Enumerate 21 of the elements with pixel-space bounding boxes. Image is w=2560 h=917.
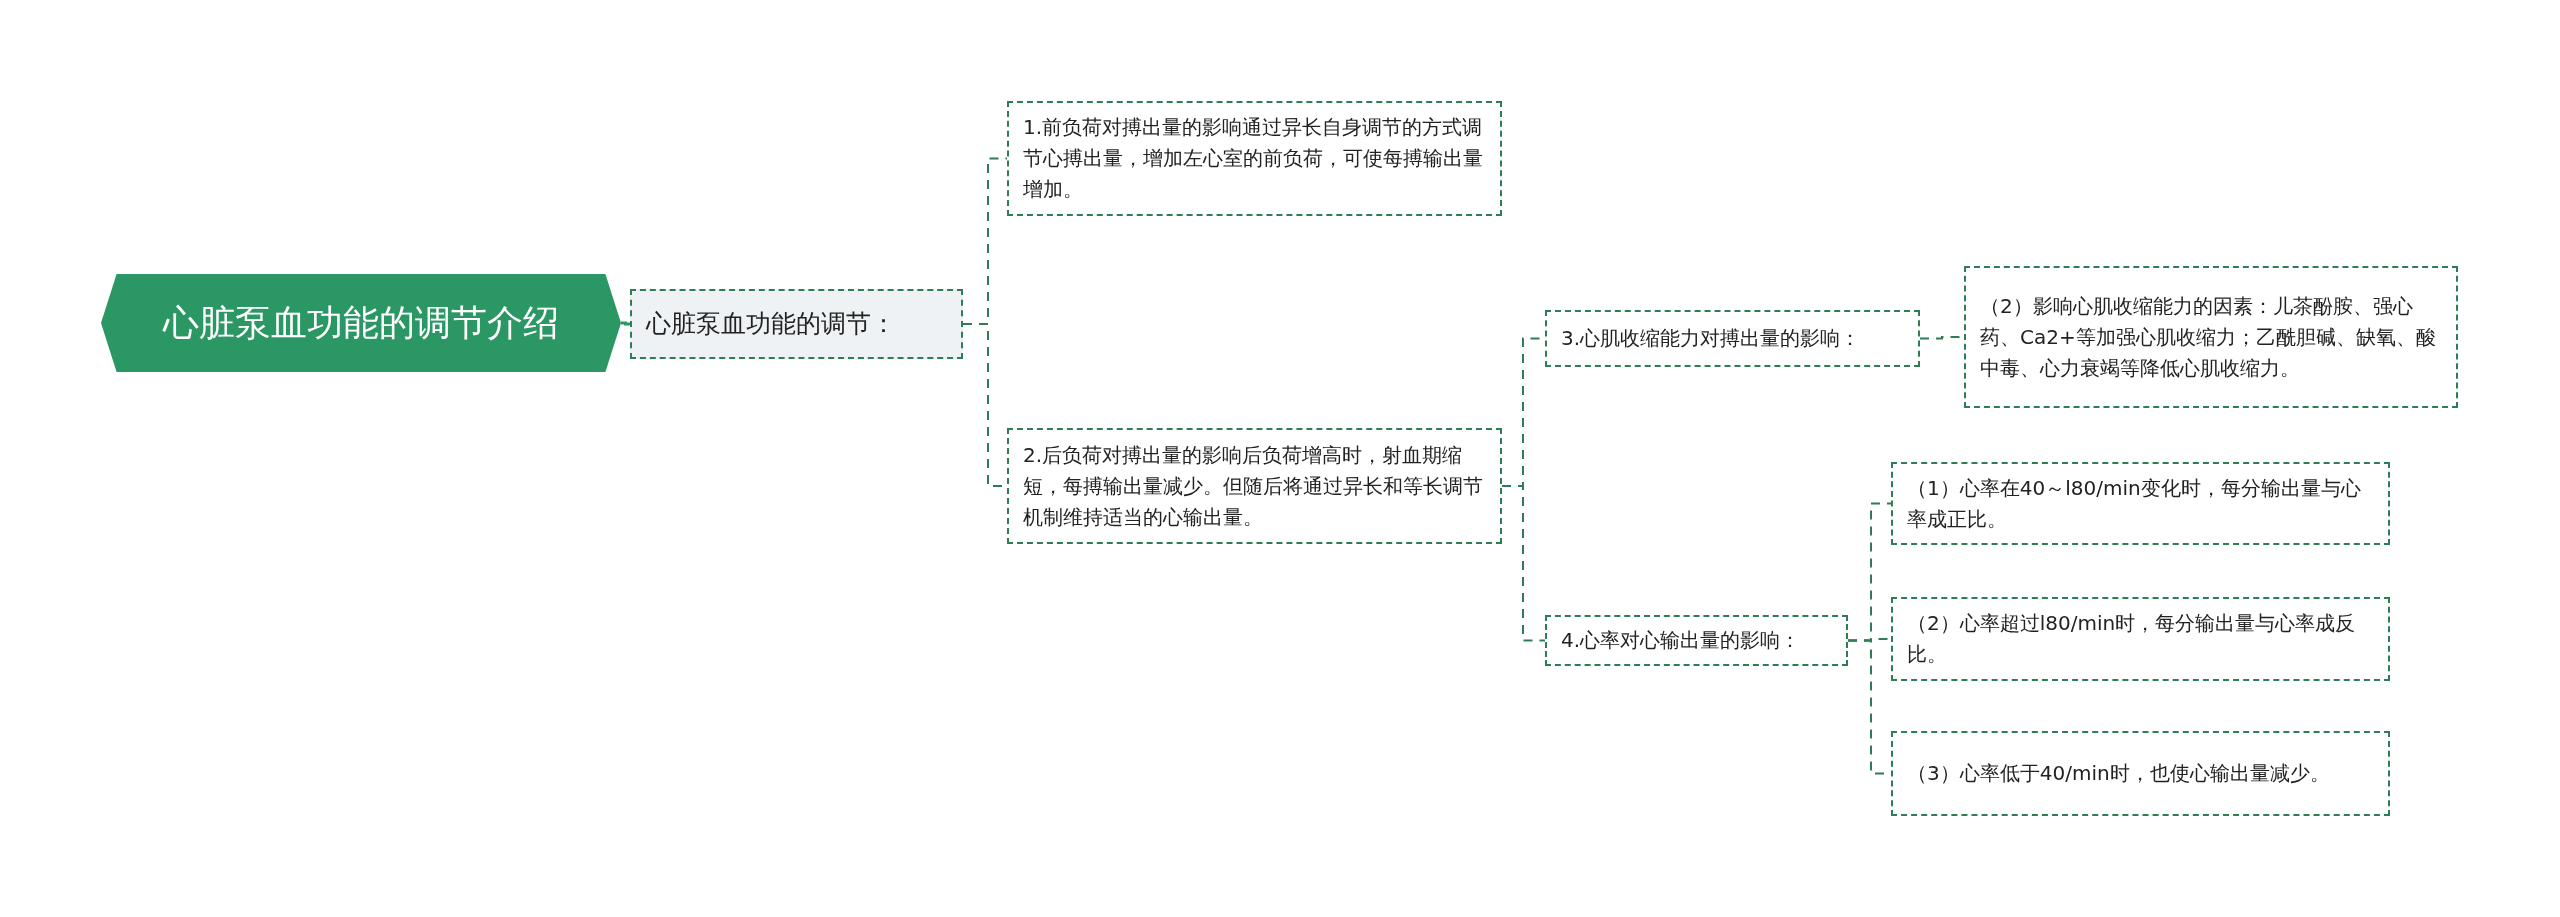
topic-box xyxy=(1545,310,1920,367)
topic-text: （1）心率在40～l80/min变化时，每分输出量与心率成正比。 xyxy=(1907,474,2362,533)
connector xyxy=(621,321,630,326)
topic-text: 3.心肌收缩能力对搏出量的影响： xyxy=(1561,325,1861,352)
topic-box xyxy=(1007,428,1502,544)
topic-box xyxy=(1545,615,1848,666)
topic-box xyxy=(1891,597,2390,681)
topic-text: 2.后负荷对搏出量的影响后负荷增高时，射血期缩短，每搏输出量减少。但随后将通过异长和等长调节机制维持适当的心输出量。 xyxy=(1023,441,1484,531)
topic-text: 4.心率对心输出量的影响： xyxy=(1561,627,1801,654)
topic-box xyxy=(1007,101,1502,216)
topic-box xyxy=(1891,462,2390,545)
topic-text: 心脏泵血功能的调节： xyxy=(646,307,896,340)
topic-box xyxy=(1891,731,2390,816)
topic-text: （2）心率超过l80/min时，每分输出量与心率成反比。 xyxy=(1907,610,2357,668)
topic-text: 心脏泵血功能的调节介绍 xyxy=(163,301,559,346)
topic-text: （3）心率低于40/min时，也使心输出量减少。 xyxy=(1907,760,2330,787)
topic-text: （2）影响心肌收缩能力的因素：儿茶酚胺、强心药、Ca2+等加强心肌收缩力；乙酰胆碱、缺氧、酸中毒、心力衰竭等降低心肌收缩力。 xyxy=(1980,292,2437,382)
topic-text: 1.前负荷对搏出量的影响通过异长自身调节的方式调节心搏出量，增加左心室的前负荷，可使每搏输出量增加。 xyxy=(1023,114,1484,203)
connector xyxy=(1501,485,1546,642)
subtopic-box xyxy=(630,289,963,359)
topic-box xyxy=(1964,266,2458,408)
